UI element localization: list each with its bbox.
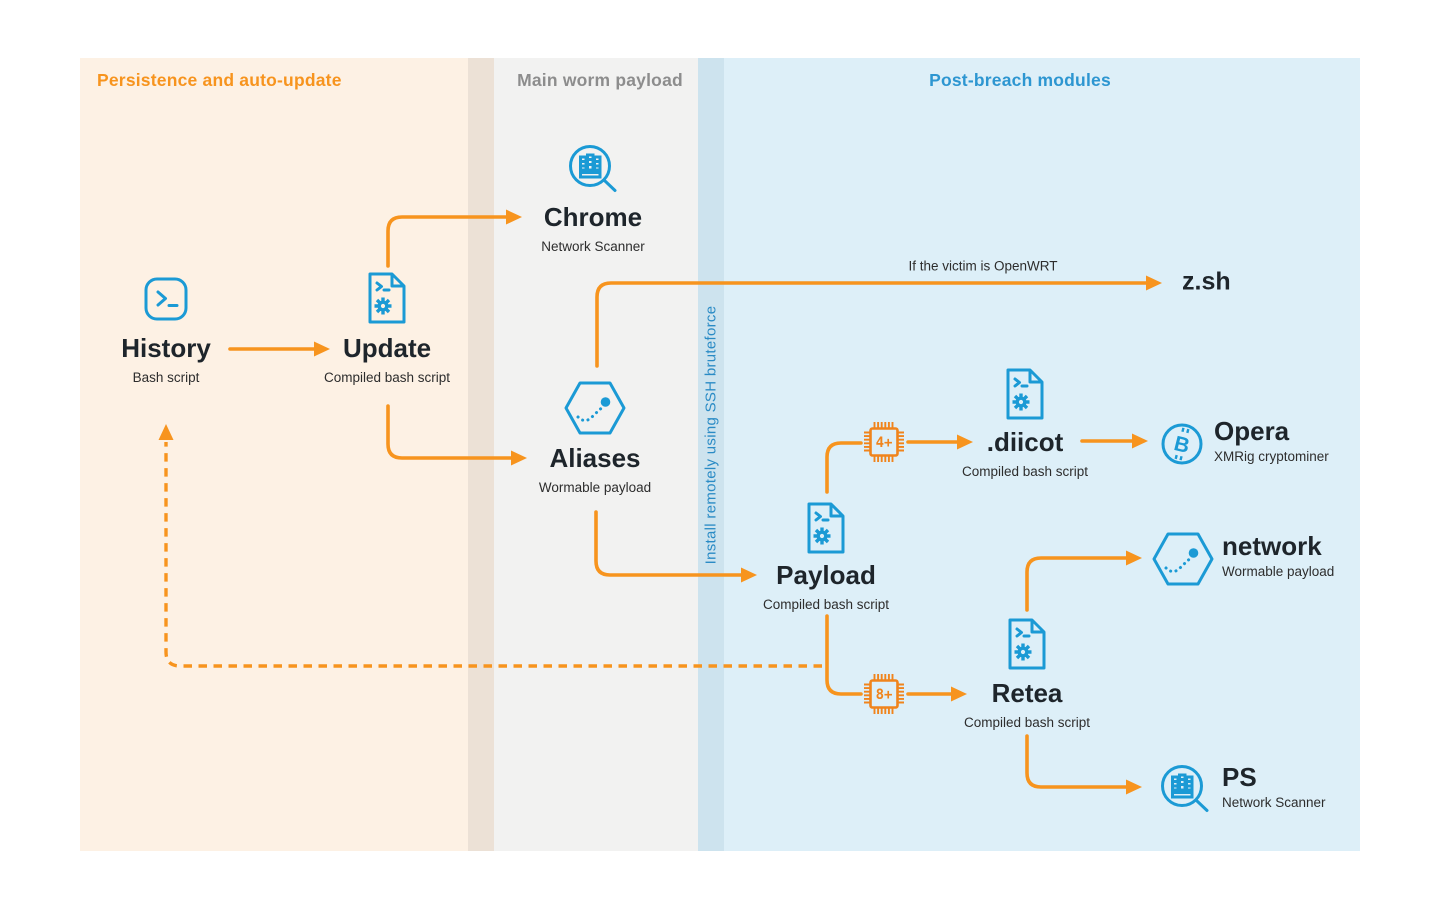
node-opera: Opera XMRig cryptominer (1214, 417, 1329, 465)
node-diicot-subtitle: Compiled bash script (961, 464, 1089, 479)
edge-aliases-payload (594, 510, 743, 577)
node-network: network Wormable payload (1222, 532, 1334, 580)
gear-glyph (813, 527, 831, 545)
node-history-subtitle: Bash script (132, 370, 200, 385)
edge-update-aliases (386, 404, 513, 460)
edge-payload-chip4 (825, 441, 863, 494)
node-network-subtitle: Wormable payload (1222, 564, 1335, 579)
node-chrome-subtitle: Network Scanner (541, 239, 645, 254)
arrowhead-payload-history (158, 424, 174, 440)
node-update-subtitle: Compiled bash script (323, 370, 451, 385)
gear-glyph (1014, 643, 1032, 661)
arrowhead-update-aliases (511, 450, 527, 466)
panel-main-worm (494, 58, 698, 851)
worm-icon (564, 381, 626, 435)
arrowhead-history-update (314, 341, 330, 357)
node-aliases-title: Aliases (549, 443, 641, 473)
edge-aliases-zsh (595, 281, 1148, 368)
node-chrome-title: Chrome (543, 202, 643, 232)
script-file-icon (1008, 618, 1046, 670)
node-aliases-subtitle: Wormable payload (538, 480, 652, 495)
node-ps-title: PS (1222, 762, 1257, 792)
node-aliases: Aliases Wormable payload (485, 443, 705, 496)
node-ps-subtitle: Network Scanner (1222, 795, 1326, 810)
node-opera-title: Opera (1214, 416, 1290, 446)
script-file-icon (368, 272, 406, 324)
cpu-chip-4plus-icon: 4+ (864, 422, 904, 462)
node-payload: Payload Compiled bash script (716, 560, 936, 613)
node-payload-subtitle: Compiled bash script (762, 597, 890, 612)
node-history-title: History (121, 333, 211, 363)
chip-4plus-label: 4+ (876, 435, 893, 451)
node-diicot: .diicot Compiled bash script (915, 427, 1135, 480)
node-diicot-title: .diicot (986, 427, 1064, 457)
arrowhead-diicot-opera (1132, 433, 1148, 449)
section-title-postbreach: Post-breach modules (929, 70, 1111, 90)
chip-8plus-label: 8+ (876, 687, 893, 703)
section-title-main-worm: Main worm payload (517, 70, 683, 90)
terminal-icon (144, 277, 188, 321)
section-title-persistence: Persistence and auto-update (97, 70, 342, 90)
node-retea-subtitle: Compiled bash script (963, 715, 1091, 730)
gear-glyph (374, 297, 392, 315)
node-chrome: Chrome Network Scanner (483, 202, 703, 255)
arrowhead-chip4-diicot (957, 434, 973, 450)
node-payload-title: Payload (776, 560, 876, 590)
worm-icon (1152, 532, 1214, 586)
edge-retea-network (1025, 556, 1128, 612)
arrowhead-chip8-retea (951, 686, 967, 702)
panel-ssh-strip (698, 58, 724, 851)
edge-condition-openwrt: If the victim is OpenWRT (908, 258, 1058, 274)
script-file-icon (1006, 368, 1044, 420)
network-scanner-icon (569, 145, 617, 192)
network-scanner-icon (1161, 765, 1209, 812)
script-file-icon (807, 502, 845, 554)
node-ps: PS Network Scanner (1222, 763, 1326, 811)
bitcoin-icon: B (1161, 423, 1203, 465)
node-retea: Retea Compiled bash script (917, 678, 1137, 731)
node-retea-title: Retea (991, 678, 1063, 708)
panel-divider-beige (468, 58, 494, 851)
arrowhead-aliases-zsh (1146, 275, 1162, 291)
cpu-chip-8plus-icon: 8+ (864, 674, 904, 714)
edge-retea-ps (1025, 734, 1128, 789)
arrowhead-retea-ps (1126, 779, 1142, 795)
node-update: Update Compiled bash script (277, 333, 497, 386)
gear-glyph (1012, 393, 1030, 411)
node-history: History Bash script (56, 333, 276, 386)
panel-postbreach (724, 58, 1360, 851)
arrowhead-retea-network (1126, 550, 1142, 566)
arrowhead-update-chrome (506, 209, 522, 225)
edge-payload-history-dashed (164, 442, 822, 668)
edge-payload-chip8 (825, 614, 863, 696)
node-network-title: network (1222, 531, 1322, 561)
panel-persistence (80, 58, 468, 851)
node-zsh-title: z.sh (1182, 267, 1231, 296)
edge-update-chrome (386, 215, 508, 268)
svg-text:B: B (1172, 432, 1192, 458)
arrowhead-aliases-payload (741, 567, 757, 583)
node-update-title: Update (342, 333, 432, 363)
node-opera-subtitle: XMRig cryptominer (1214, 449, 1329, 464)
